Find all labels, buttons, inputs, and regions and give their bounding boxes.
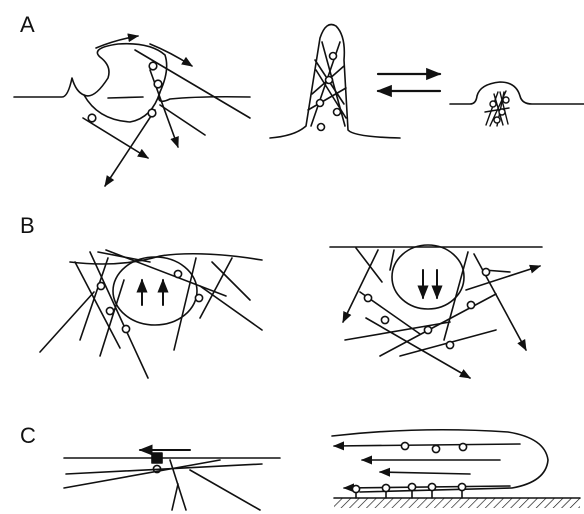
- panel-c-node: [432, 445, 439, 452]
- panel-b-filament: [106, 250, 226, 296]
- panel-c-filament: [190, 470, 260, 510]
- panel-a-node: [148, 109, 156, 117]
- panel-b-vesicle-right: [392, 245, 464, 309]
- panel-a-filopodium: [270, 25, 400, 139]
- panel-a-node: [334, 109, 341, 116]
- panel-c-node: [401, 442, 408, 449]
- panel-c-left-sketch: [64, 450, 280, 510]
- panel-c-filament: [172, 484, 178, 510]
- panel-c-cell-outline: [332, 430, 548, 492]
- panel-a-node: [326, 77, 333, 84]
- panel-a-node: [330, 53, 337, 60]
- panel-b-left-sketch: [40, 250, 262, 378]
- panel-b-node: [195, 294, 202, 301]
- panel-b-vesicle: [113, 257, 197, 325]
- panel-a-node: [318, 124, 325, 131]
- panel-b-filament: [90, 252, 148, 378]
- panel-b-filament: [466, 266, 540, 290]
- panel-a-node: [154, 80, 162, 88]
- panel-a-filament: [83, 118, 148, 158]
- panel-a-membrane: [14, 44, 250, 102]
- panel-b-right-sketch: [330, 245, 542, 378]
- panel-c-anchor-block: [152, 453, 162, 463]
- panel-b-filament: [380, 294, 496, 356]
- panel-a-node: [88, 114, 96, 122]
- panel-b-node: [381, 316, 388, 323]
- panel-b-filament: [356, 248, 382, 282]
- panel-b-node: [174, 270, 181, 277]
- panel-a-bundle: [485, 91, 509, 126]
- panel-b-node: [106, 307, 113, 314]
- panel-b-node: [364, 294, 371, 301]
- panel-b-filament: [345, 322, 450, 340]
- panel-b-filament: [343, 250, 378, 322]
- panel-c-right-sketch: [332, 430, 580, 508]
- panel-b-node: [482, 268, 489, 275]
- panel-b-node: [122, 325, 129, 332]
- panel-c-filament: [66, 464, 262, 474]
- panel-c-flow-arrow: [380, 472, 470, 474]
- panel-b-filament: [200, 286, 262, 330]
- panel-c-flow-arrow: [344, 486, 510, 488]
- panel-b-node: [424, 326, 431, 333]
- panel-b-node: [467, 301, 474, 308]
- panel-a-node: [149, 62, 157, 70]
- panel-a-flow-arrow: [96, 36, 138, 48]
- panel-a-node: [317, 100, 324, 107]
- panel-b-node: [446, 341, 453, 348]
- panel-b-filament: [444, 252, 468, 340]
- panel-b-node: [97, 282, 104, 289]
- panel-b-filament: [80, 258, 108, 340]
- panel-c-node: [459, 443, 466, 450]
- panel-c-substrate: [334, 498, 580, 508]
- panel-a-filament: [108, 97, 143, 98]
- panel-a-retracted-bump: [450, 82, 584, 104]
- panel-c-flow-arrow: [334, 444, 520, 446]
- panel-a-filament: [160, 105, 205, 135]
- panel-a-lamellipodium-sketch: [14, 25, 584, 187]
- panel-b-filament: [212, 262, 250, 300]
